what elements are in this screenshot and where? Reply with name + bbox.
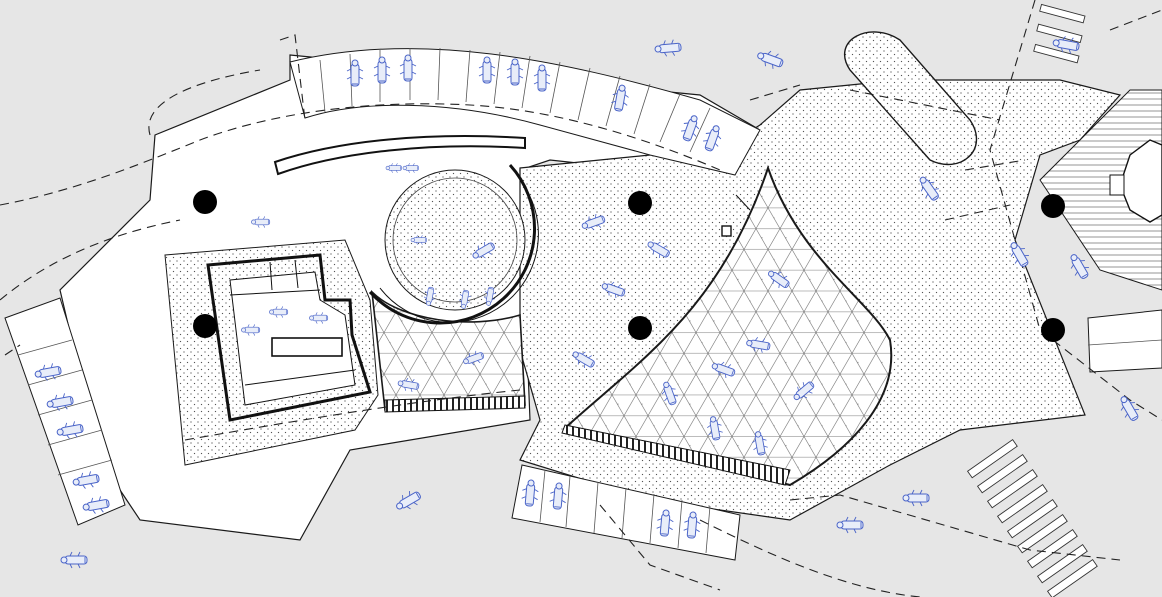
structural-columns (193, 190, 1065, 342)
car-figure-icon (836, 516, 864, 534)
bench (721, 225, 732, 237)
building-block (206, 253, 372, 422)
car-figure-icon (1115, 392, 1143, 425)
car-figure-icon (392, 487, 425, 515)
curved-canopy (273, 135, 526, 176)
hatched-deck (1039, 89, 1162, 291)
car-figure-icon (653, 38, 683, 58)
round-courtyard (384, 169, 526, 311)
counter (271, 337, 343, 357)
glazed-roof-large (562, 164, 893, 487)
column (193, 190, 217, 214)
column (1041, 318, 1065, 342)
stairs-large (561, 424, 791, 486)
column (628, 191, 652, 215)
column (628, 316, 652, 340)
car-figure-icon (60, 551, 88, 569)
pill-volume (843, 31, 977, 166)
car-figure-icon (1065, 250, 1093, 283)
stairs-small (384, 395, 526, 413)
round-courtyard-inner-ring (392, 177, 518, 303)
stair-hatches (384, 395, 791, 486)
parking-strip-right (1087, 309, 1162, 373)
column (193, 314, 217, 338)
car-figure-icon (902, 489, 930, 507)
crosswalk-top (1033, 3, 1086, 64)
courtyard-curved-wall (368, 163, 536, 325)
parking-strip-left (4, 297, 126, 526)
building-partition (229, 289, 321, 296)
car-figure-icon (754, 46, 786, 72)
column (1041, 194, 1065, 218)
crosswalk (966, 439, 1098, 597)
courtyard-curved-wall-inner (379, 179, 539, 323)
